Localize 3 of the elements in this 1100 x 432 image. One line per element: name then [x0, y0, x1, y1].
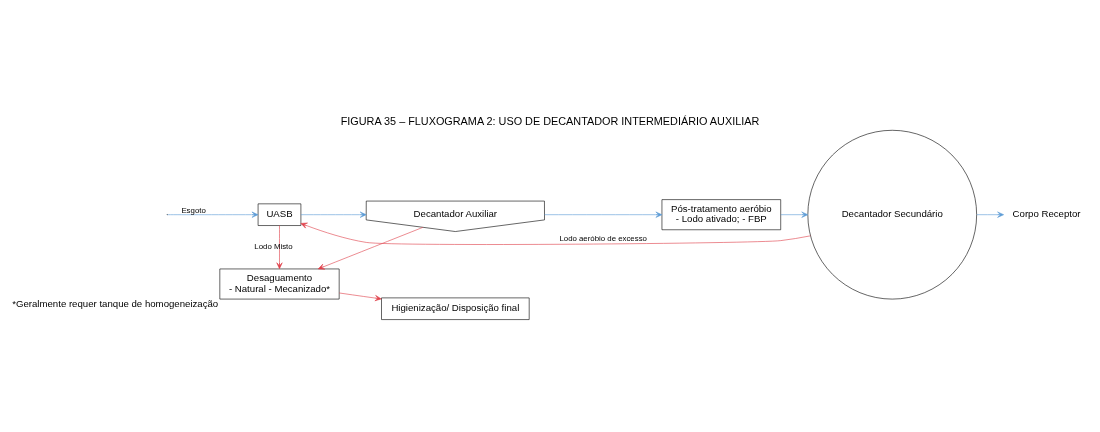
diagram-title: FIGURA 35 – FLUXOGRAMA 2: USO DE DECANTADOR INTERMEDIÁRIO AUXILIAR: [340, 114, 760, 126]
node-text: Corpo Receptor: [1012, 207, 1081, 219]
node-label: *Geralmente requer tanque de homogeneização: [12, 297, 219, 309]
